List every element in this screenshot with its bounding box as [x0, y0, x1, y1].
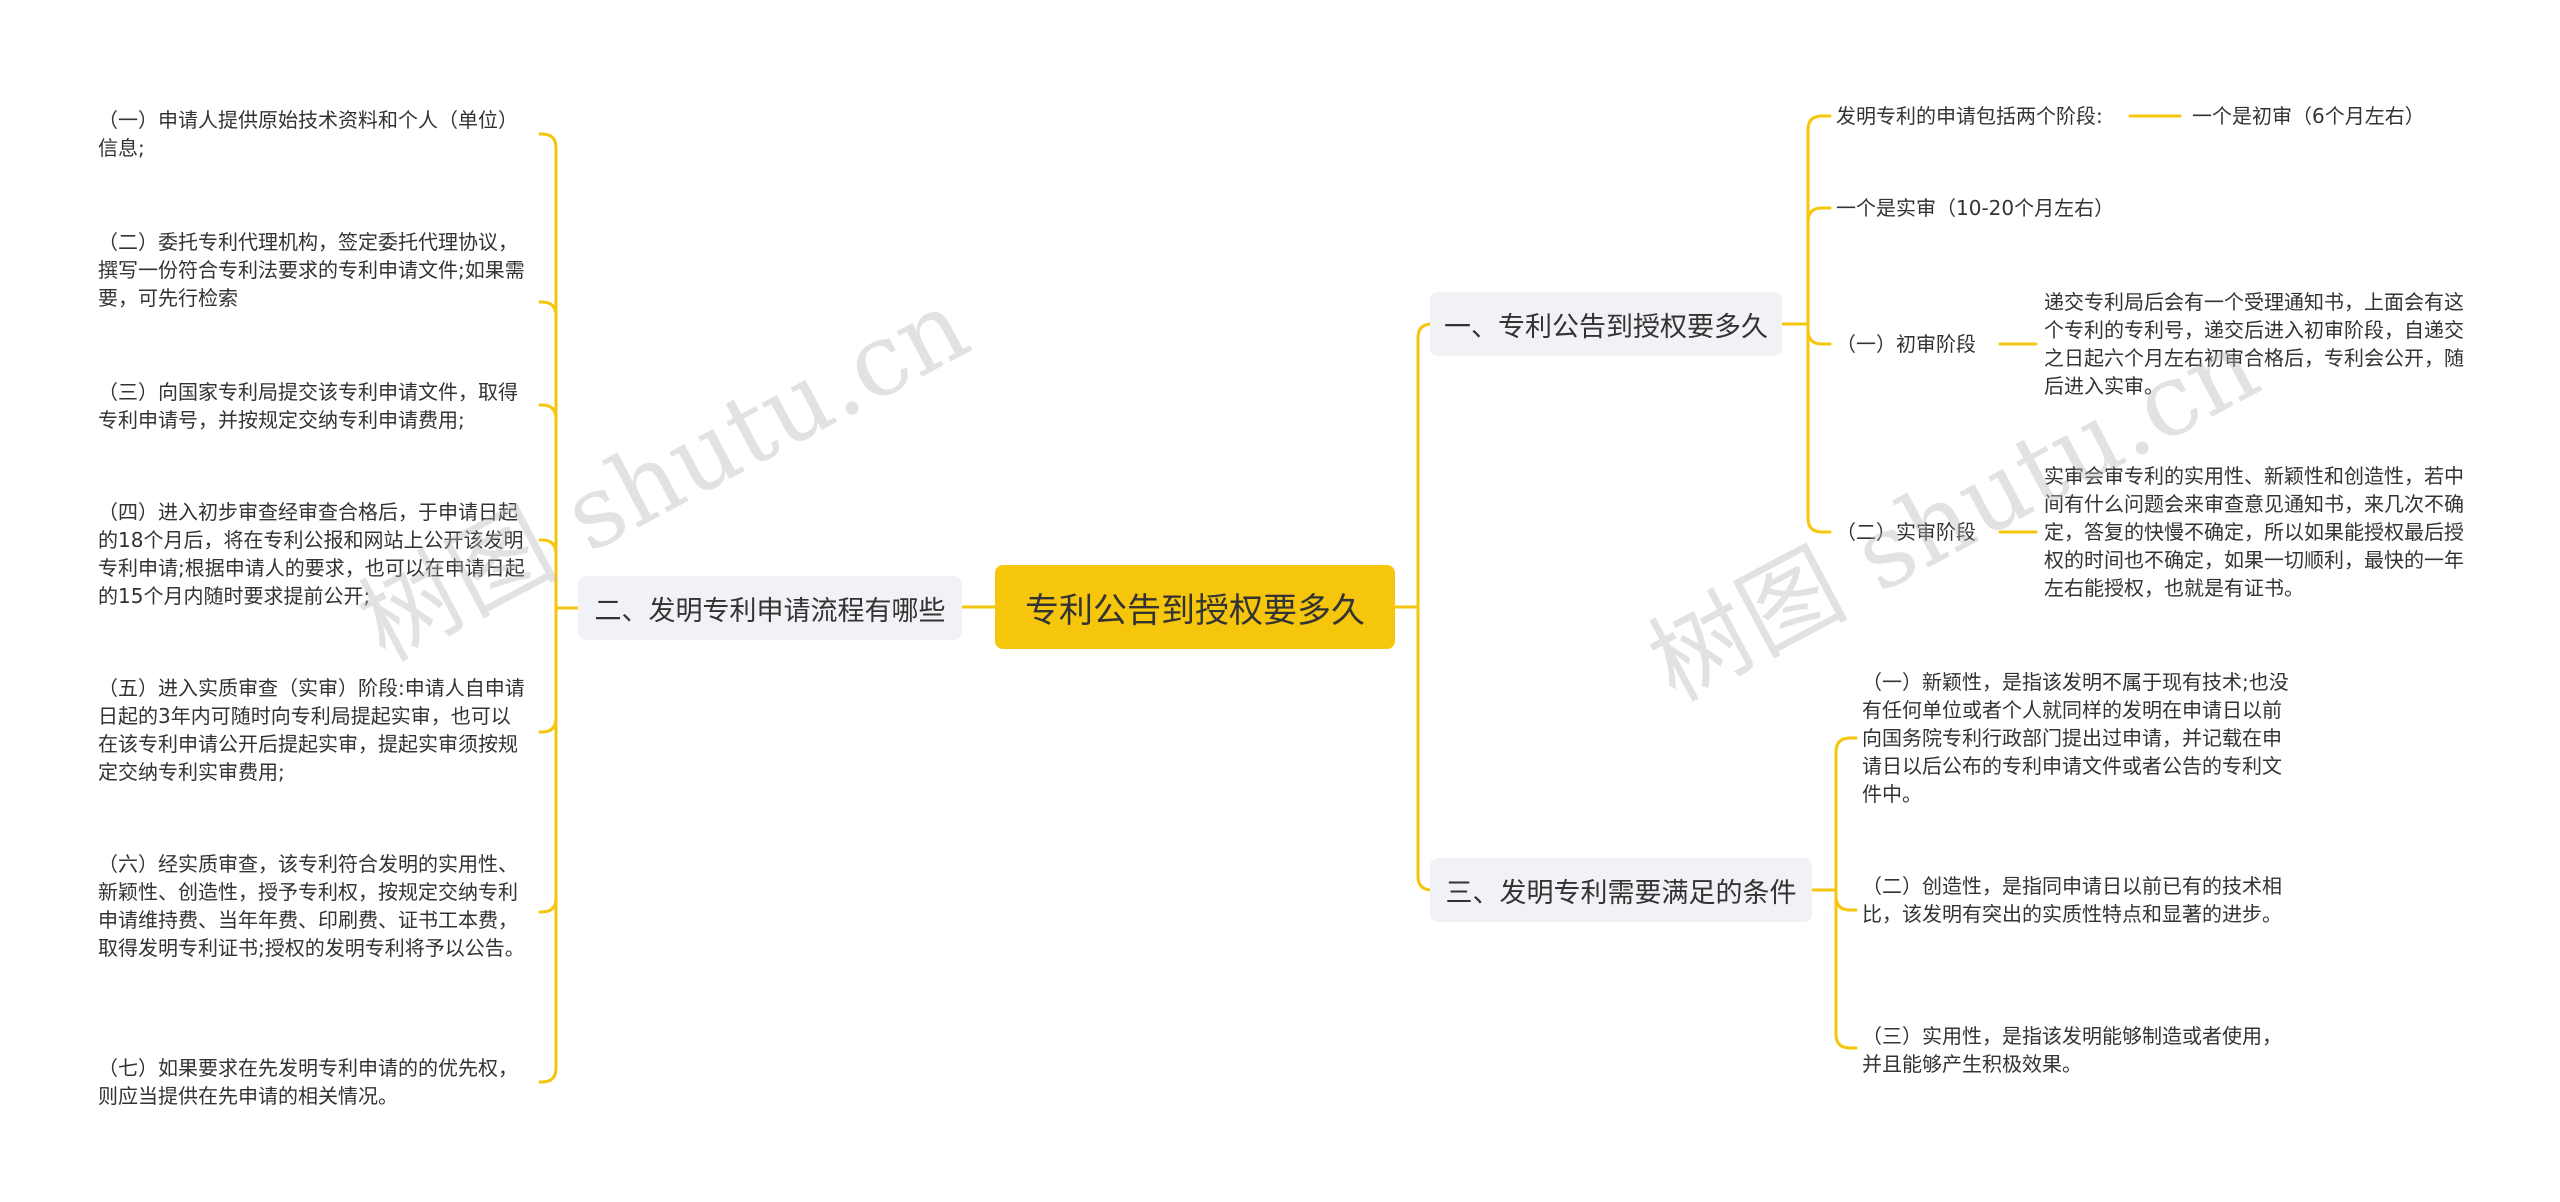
- branch-1-node[interactable]: 一、专利公告到授权要多久: [1430, 292, 1782, 356]
- b1-edge-2: [1806, 206, 1832, 326]
- b2-item-5: （五）进入实质审查（实审）阶段:申请人自申请日起的3年内可随时向专利局提起实审，…: [98, 676, 525, 784]
- b3-edge-2: [1834, 888, 1858, 912]
- b2-edge-1: [538, 132, 558, 610]
- branch-2-node[interactable]: 二、发明专利申请流程有哪些: [578, 576, 962, 640]
- b1-initial-review-node[interactable]: 一个是初审（6个月左右）: [2192, 104, 2425, 128]
- b2-item-7: （七）如果要求在先发明专利申请的的优先权，则应当提供在先申请的相关情况。: [98, 1056, 518, 1108]
- b1-edge-1: [1806, 114, 1832, 326]
- b2-edge-3: [538, 403, 558, 610]
- branch-3-node[interactable]: 三、发明专利需要满足的条件: [1430, 858, 1812, 922]
- b3-item-1: （一）新颖性，是指该发明不属于现有技术;也没有任何单位或者个人就同样的发明在申请…: [1862, 670, 2289, 806]
- b2-edge-4: [538, 538, 558, 610]
- b1-edge-4: [1806, 322, 1832, 534]
- b2-item-2: （二）委托专利代理机构，签定委托代理协议，撰写一份符合专利法要求的专利申请文件;…: [98, 230, 525, 310]
- b1-prelim-detail: 递交专利局后会有一个受理通知书，上面会有这个专利的专利号，递交后进入初审阶段，自…: [2044, 290, 2464, 398]
- b2-item-3: （三）向国家专利局提交该专利申请文件，取得专利申请号，并按规定交纳专利申请费用;: [98, 380, 518, 432]
- b1-prelim-stage-node[interactable]: （一）初审阶段: [1836, 332, 1976, 356]
- b2-edge-2: [538, 300, 558, 610]
- root-right-edge-1: [1416, 322, 1433, 609]
- b2-edge-7: [538, 606, 558, 1084]
- b2-item-1: （一）申请人提供原始技术资料和个人（单位）信息;: [98, 108, 518, 160]
- b2-edge-5: [538, 606, 558, 734]
- b2-edge-6: [538, 606, 558, 914]
- b1-exam-detail: 实审会审专利的实用性、新颖性和创造性，若中间有什么问题会来审查意见通知书，来几次…: [2044, 464, 2464, 600]
- b1-edge-3: [1806, 322, 1832, 346]
- b1-exam-stage-node[interactable]: （二）实审阶段: [1836, 520, 1976, 544]
- b3-item-3: （三）实用性，是指该发明能够制造或者使用，并且能够产生积极效果。: [1862, 1024, 2282, 1076]
- b2-item-4: （四）进入初步审查经审查合格后，于申请日起的18个月后，将在专利公报和网站上公开…: [98, 500, 525, 608]
- b1-stages-node[interactable]: 发明专利的申请包括两个阶段:: [1836, 104, 2103, 128]
- root-node[interactable]: 专利公告到授权要多久: [995, 565, 1395, 649]
- b3-item-2: （二）创造性，是指同申请日以前已有的技术相比，该发明有突出的实质性特点和显著的进…: [1862, 874, 2282, 926]
- b1-substantive-node[interactable]: 一个是实审（10-20个月左右）: [1836, 196, 2115, 220]
- root-right-edge-2: [1416, 605, 1433, 892]
- b2-item-6: （六）经实质审查，该专利符合发明的实用性、新颖性、创造性，授予专利权，按规定交纳…: [98, 852, 525, 960]
- b3-edge-1: [1834, 736, 1858, 892]
- b3-edge-3: [1834, 888, 1858, 1050]
